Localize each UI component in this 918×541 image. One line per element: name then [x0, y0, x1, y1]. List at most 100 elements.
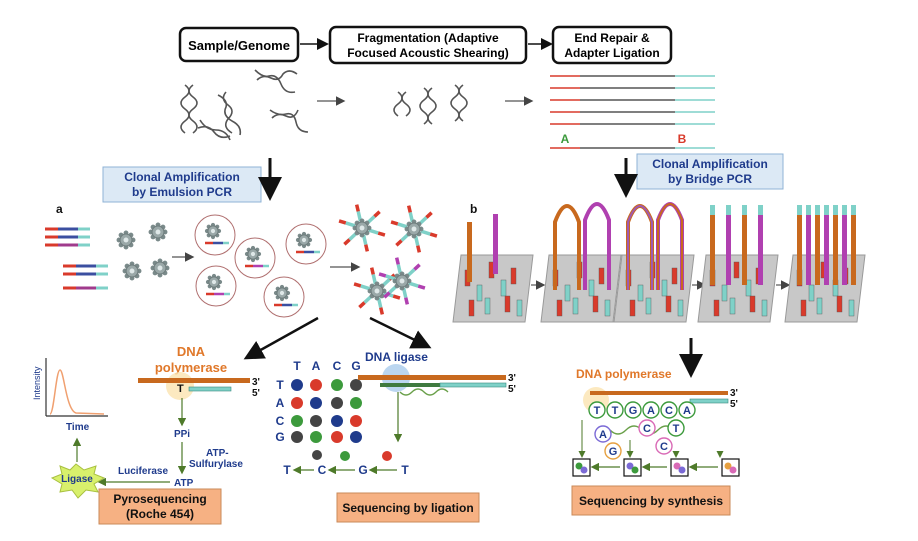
well-dot — [631, 466, 639, 474]
pipeline-step-fragmentation: Fragmentation (Adaptive Focused Acoustic… — [328, 25, 528, 65]
matrix-dot — [291, 379, 303, 391]
matrix-dot — [291, 415, 303, 427]
surface-oligo — [677, 299, 684, 317]
bead-icon — [150, 258, 170, 278]
surface-oligo — [468, 299, 475, 317]
sbs-base: A — [683, 405, 691, 417]
clonal-strand — [710, 205, 715, 285]
bead-icon — [392, 271, 412, 291]
panel-b-label: b — [470, 202, 477, 216]
amplified-strand — [361, 234, 370, 252]
read-base: C — [318, 463, 327, 477]
surface-oligo — [745, 279, 752, 297]
matrix-col-header: G — [351, 359, 360, 373]
pyro-5prime: 5' — [252, 388, 260, 399]
strand-adapter — [842, 205, 847, 215]
ligase-burst-icon — [50, 463, 106, 499]
surface-oligo — [661, 279, 668, 297]
sulfurylase-line2: Sulfurylase — [189, 459, 243, 470]
sbs-free-base: C — [660, 441, 668, 453]
synthesis-title: Sequencing by synthesis — [579, 494, 723, 508]
ligase-enzyme-label: DNA ligase — [365, 350, 428, 364]
strand-adapter — [806, 205, 811, 215]
strand-adapter — [824, 205, 829, 215]
matrix-dot — [310, 397, 322, 409]
lig-primer — [439, 382, 507, 388]
sbs-free-circle — [604, 442, 622, 460]
sbs-free-circle — [638, 419, 656, 437]
clonal-strand — [797, 205, 802, 285]
surface-oligo — [516, 299, 523, 317]
emulsion-droplet-group — [194, 214, 327, 318]
amplified-strand — [378, 272, 396, 281]
atp-label: ATP — [174, 478, 194, 489]
well-dot — [575, 462, 583, 470]
clonal-strand — [815, 205, 820, 285]
bead-icon — [205, 273, 223, 291]
pipeline-step-end-repair: End Repair & Adapter Ligation — [551, 25, 673, 65]
matrix-row-header: A — [276, 396, 285, 410]
surface-oligo — [604, 299, 611, 317]
bead-icon — [148, 222, 168, 242]
sbs-base: T — [612, 405, 619, 417]
clonal-strand — [851, 205, 856, 285]
well-dot — [729, 466, 737, 474]
emulsion-pcr-label-box: Clonal Amplification by Emulsion PCR — [102, 166, 262, 203]
bridge-label-line2: by Bridge PCR — [668, 172, 752, 186]
amplified-strand — [405, 263, 421, 278]
surface-oligo — [733, 261, 740, 279]
amplified-strand — [353, 282, 371, 291]
matrix-col-header: T — [293, 359, 301, 373]
dna-fragment-icon — [393, 84, 468, 125]
matrix-dot — [310, 431, 322, 443]
amplified-strand — [395, 232, 411, 247]
panel-a-label: a — [56, 202, 63, 216]
bead-icon — [204, 222, 222, 240]
bridge-strand — [553, 204, 581, 290]
read-base: G — [358, 463, 367, 477]
amplified-strand — [343, 231, 359, 246]
lig-5prime: 5' — [508, 384, 516, 395]
time-axis-label: Time — [66, 422, 90, 433]
sbs-base: A — [647, 405, 655, 417]
amplified-strand — [338, 219, 356, 228]
lig-3prime: 3' — [508, 373, 516, 384]
strand-adapter — [851, 205, 856, 215]
bead-icon — [367, 281, 387, 301]
well-dot — [580, 466, 588, 474]
surface-oligo — [564, 284, 571, 302]
amplified-strand — [365, 210, 381, 225]
end-repair-label-line2: Adapter Ligation — [564, 46, 659, 60]
primer-strand — [188, 386, 232, 392]
clonal-strand — [833, 205, 838, 285]
sbs-5prime: 5' — [730, 399, 738, 410]
sbs-free-base: G — [609, 446, 618, 458]
matrix-dot — [331, 379, 343, 391]
surface-oligo — [484, 297, 491, 315]
pyro-3prime: 3' — [252, 377, 260, 388]
pyro-base-t: T — [177, 383, 184, 395]
adapter-b-label: B — [678, 132, 687, 146]
pyro-enzyme-line2: polymerase — [155, 360, 227, 375]
amplified-strand — [417, 211, 433, 226]
sbs-base-circle — [606, 401, 624, 419]
adapter-ligated-fragments: A B — [550, 75, 715, 149]
luciferase-label: Luciferase — [118, 466, 168, 477]
bead-group — [116, 222, 170, 281]
sbs-free-base: A — [599, 429, 607, 441]
clonal-strand — [842, 205, 847, 285]
emulsion-label-line2: by Emulsion PCR — [132, 185, 232, 199]
surface-oligo — [629, 299, 636, 317]
amplified-strand — [406, 205, 415, 223]
sbs-base-circle — [660, 401, 678, 419]
bead-icon — [295, 231, 313, 249]
surface-oligo — [645, 297, 652, 315]
clonal-strand — [742, 205, 747, 285]
sbs-base-circle — [624, 401, 642, 419]
matrix-dot — [291, 431, 303, 443]
sbs-free-base: C — [643, 423, 651, 435]
sbs-free-circle — [594, 425, 612, 443]
